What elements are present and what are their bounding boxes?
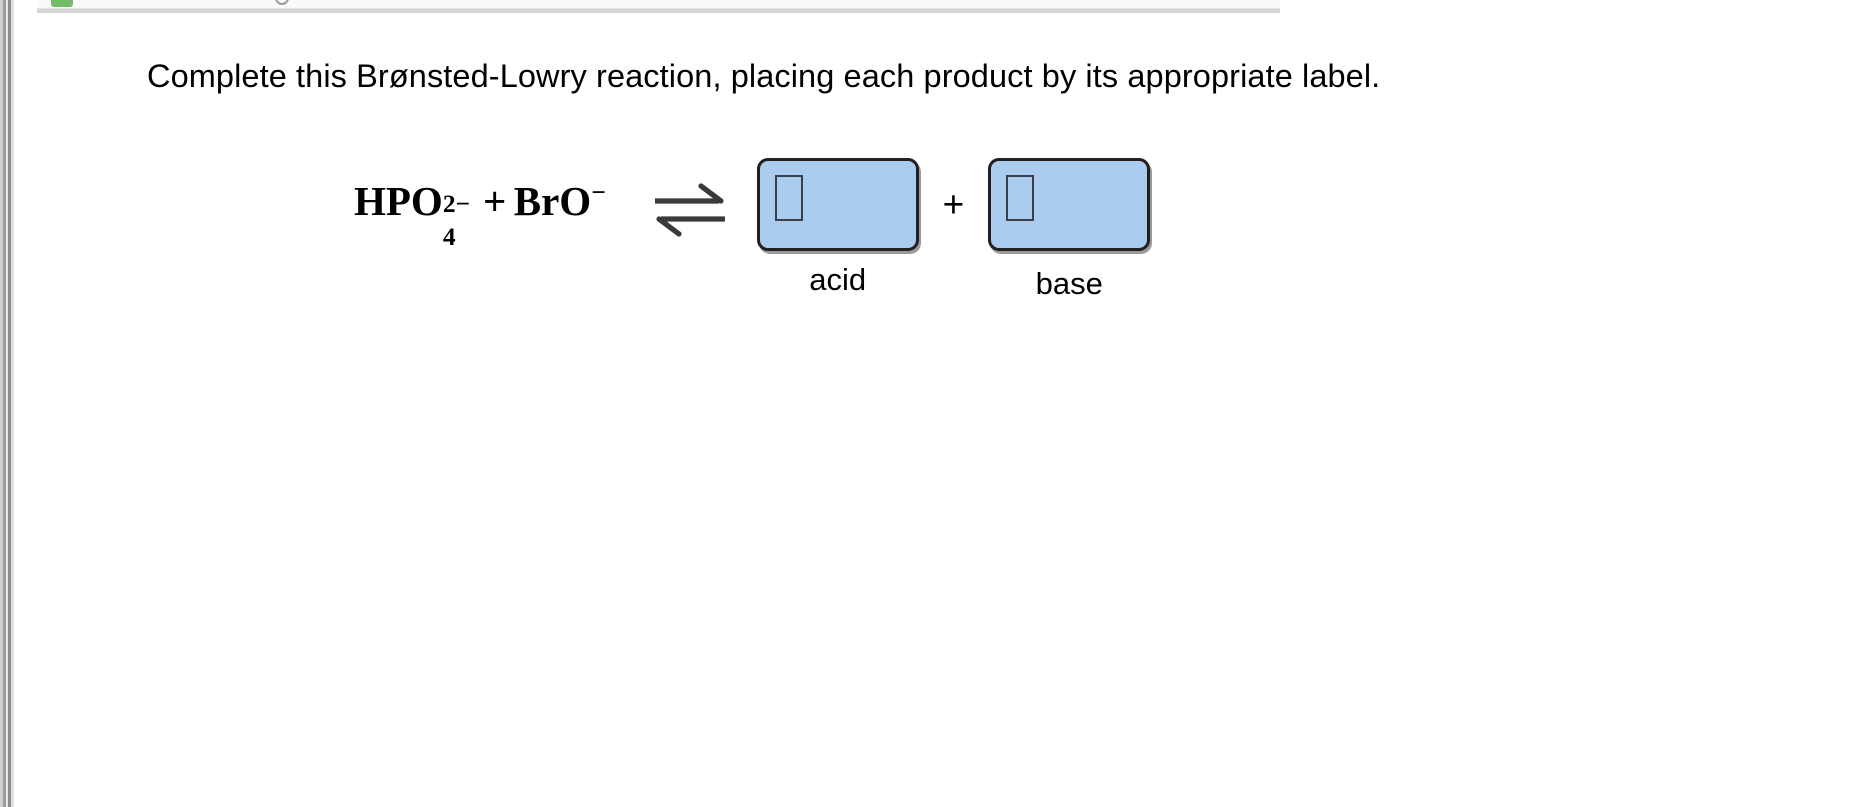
reactant-1-subscript: 4 — [442, 222, 456, 251]
reactant-1-superscript: 2− — [442, 189, 471, 218]
reactant-2-superscript: − — [591, 178, 606, 207]
equilibrium-arrow — [654, 183, 725, 237]
left-frame-divider — [0, 0, 14, 807]
dropzone-label-base: base — [1035, 266, 1103, 301]
reactant-joiner-plus: + — [483, 178, 507, 224]
frame-bar-4 — [8, 0, 11, 807]
product-dropzones: acid + base — [756, 158, 1151, 301]
exercise-panel: Complete this Brønsted-Lowry reaction, p… — [14, 13, 1849, 807]
frame-bar-5 — [11, 0, 14, 807]
reactant-1-formula: HPO — [354, 178, 443, 224]
question-prompt: Complete this Brønsted-Lowry reaction, p… — [147, 58, 1381, 94]
dropzone-cell-acid: acid — [756, 158, 919, 297]
dropzone-label-acid: acid — [809, 262, 867, 297]
frame-bar-1 — [0, 0, 3, 807]
green-badge-icon — [51, 0, 73, 7]
dropzone-base-placeholder-slot — [1006, 175, 1035, 221]
circle-outline-icon — [275, 0, 289, 5]
dropzone-acid[interactable] — [756, 158, 919, 251]
toolbar-shadow — [37, 9, 1280, 13]
dropzone-acid-placeholder-slot — [774, 175, 803, 221]
frame-bar-2 — [3, 0, 6, 807]
dropzone-base[interactable] — [988, 158, 1151, 251]
product-joiner-plus: + — [942, 184, 965, 225]
reactant-2-formula: BrO — [513, 178, 592, 224]
frame-bar-3 — [6, 0, 8, 807]
dropzone-cell-base: base — [988, 158, 1151, 301]
toolbar-sliver — [37, 0, 1280, 9]
